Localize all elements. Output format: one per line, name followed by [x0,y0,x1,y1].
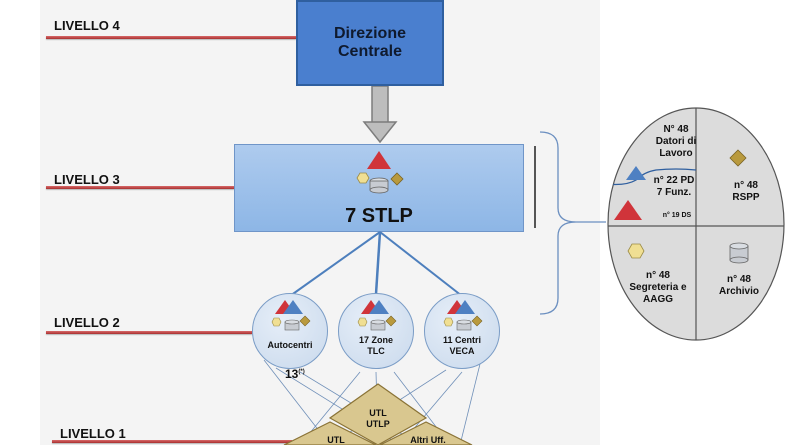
level-1-top-line1: UTL [369,408,387,418]
hexagon-icon [627,243,645,259]
level-1-line [52,440,292,443]
autocentri-icons [271,300,311,331]
level-1-right-label: Altri Uff. [410,435,446,445]
stlp-box: 7 STLP [234,144,524,232]
level-1-top-line2: UTLP [366,419,390,429]
direzione-line1: Direzione [333,25,406,42]
centri-veca-line1: 11 Centri [442,335,482,345]
level-1-diamonds [283,383,473,445]
oval-q2-text: n° 48 RSPP [722,180,770,204]
oval-q3-line1: n° 48 [645,270,670,281]
level-1-top-label: UTL UTLP [358,408,398,430]
oval-q4-line1: n° 48 [726,274,751,285]
centri-veca-label: 11 Centri VECA [425,335,499,357]
oval-q1-line3: Lavoro [659,148,693,159]
level-3-line [46,186,234,189]
autocentri-count: 13(*) [285,367,305,381]
level-2-line [46,331,252,334]
diamond-icon [729,149,747,167]
zone-tlc-line1: 17 Zone [358,335,393,345]
autocentri-label: Autocentri [267,340,313,350]
oval-q2-line2: RSPP [732,192,760,203]
stlp-icons [356,151,404,194]
red-triangle-icon [367,151,391,169]
oval-q1b-line1: n° 22 PD [653,175,695,186]
zone-tlc-line2: TLC [367,346,385,356]
oval-q2-line1: n° 48 [733,180,758,191]
oval-q3-line3: AAGG [643,294,673,305]
oval-q1b-line2: 7 Funz. [656,187,692,198]
oval-q3-line2: Segreteria e [629,282,687,293]
oval-q1c-text: n° 19 DS [662,212,692,219]
zone-tlc-icons [357,300,397,331]
blue-triangle-icon [626,166,646,180]
level-3-label: LIVELLO 3 [54,172,120,187]
oval-q1-line2: Datori di [655,136,697,147]
stlp-side-bar [534,146,536,228]
oval-q1-text: N° 48 Datori di Lavoro [648,124,704,160]
centri-veca-line2: VECA [449,346,475,356]
summary-oval [607,107,785,341]
brace-connector [539,131,606,315]
oval-q4-text: n° 48 Archivio [714,274,764,298]
oval-q3-text: n° 48 Segreteria e AAGG [622,270,694,306]
red-triangle-icon [614,200,642,220]
hexagon-icon [356,172,370,184]
zone-tlc-circle: 17 Zone TLC [338,293,414,369]
autocentri-count-value: 13 [285,367,299,381]
direzione-centrale-box: Direzione Centrale [296,0,444,86]
down-arrow-icon [362,86,398,144]
level-4-label: LIVELLO 4 [54,18,120,33]
oval-q1b-text: n° 22 PD 7 Funz. [648,175,700,199]
level-4-line [46,36,296,39]
autocentri-note: (*) [298,369,305,375]
level-2-label: LIVELLO 2 [54,315,120,330]
autocentri-circle: Autocentri [252,293,328,369]
level-1-label: LIVELLO 1 [60,426,126,441]
oval-q1-line1: N° 48 [663,124,689,135]
centri-veca-circle: 11 Centri VECA [424,293,500,369]
zone-tlc-label: 17 Zone TLC [339,335,413,357]
centri-veca-icons [443,300,483,331]
oval-q4-line2: Archivio [718,286,759,297]
stlp-title: 7 STLP [345,205,413,227]
level-1-left-label: UTL [327,435,345,445]
diamond-icon [390,172,404,186]
direzione-line2: Centrale [337,43,403,60]
